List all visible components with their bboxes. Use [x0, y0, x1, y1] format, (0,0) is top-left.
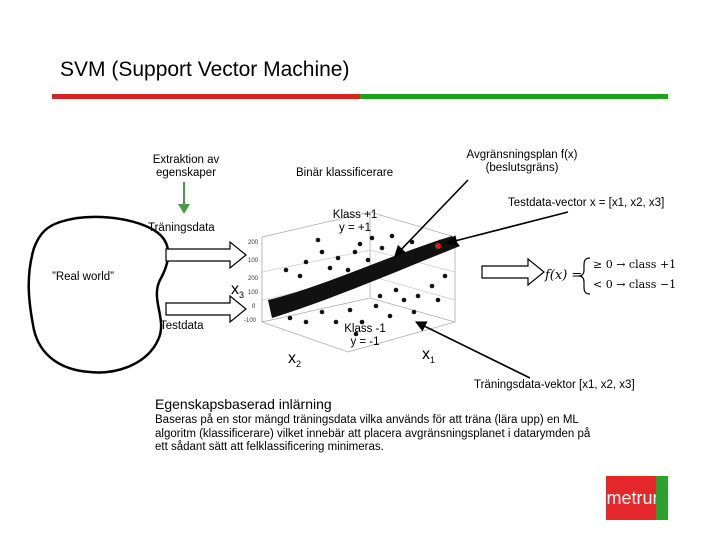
real-world-blob — [27, 215, 170, 374]
metrum-logo-text: metrum — [606, 487, 668, 508]
test-data-label: Testdata — [160, 320, 204, 332]
class-neg-points — [287, 273, 448, 337]
train-vector-pointer — [414, 321, 531, 379]
training-data-label: Träningsdata — [148, 222, 215, 234]
output-arrow — [481, 257, 545, 287]
decision-plane-label: Avgränsningsplan f(x) (beslutsgräns) — [466, 149, 578, 174]
extraction-arrow — [178, 182, 190, 214]
tick-label: 100 — [248, 290, 259, 296]
tick-label: 200 — [248, 276, 259, 282]
class-neg-name: Klass -1 — [344, 323, 386, 335]
formula-case-1: ≥ 0 → class +1 — [593, 258, 677, 271]
note-body: Baseras på en stor mängd träningsdata vi… — [155, 414, 591, 453]
formula-brace — [578, 257, 591, 295]
test-vector-pointer — [445, 211, 569, 246]
axis-x1-label: x1 — [422, 346, 436, 365]
slide-title: SVM (Support Vector Machine) — [60, 58, 350, 81]
class-pos-name: Klass +1 — [332, 209, 378, 221]
class-pos-label: Klass +1 y = +1 — [320, 209, 390, 235]
title-underline-green — [360, 94, 668, 99]
note-heading: Egenskapsbaserad inlärning — [155, 396, 332, 412]
real-world-label: ”Real world” — [52, 271, 114, 283]
binary-classifier-label: Binär klassificerare — [296, 167, 394, 179]
formula-case-2: < 0 → class −1 — [593, 278, 677, 291]
axis-x2-label: x2 — [288, 350, 302, 369]
tick-label: 100 — [248, 258, 259, 264]
metrum-logo-green-strip — [656, 476, 668, 520]
training-data-arrow — [165, 240, 247, 270]
tick-label: 0 — [252, 304, 256, 310]
axis-x3-name: x — [231, 281, 239, 298]
extraction-label: Extraktion av egenskaper — [152, 154, 220, 179]
scatter-3d-plot — [261, 211, 456, 353]
tick-label: 200 — [248, 240, 259, 246]
train-vector-label: Träningsdata-vektor [x1, x2, x3] — [474, 379, 635, 391]
axis-x3-sub: 3 — [239, 290, 245, 300]
decision-plane-pointer — [394, 179, 469, 257]
decision-plane — [268, 236, 460, 318]
axis-x1-name: x — [422, 346, 430, 363]
axis-x3-label: x3 — [231, 281, 245, 300]
class-neg-y: y = -1 — [350, 336, 380, 348]
class-neg-label: Klass -1 y = -1 — [330, 323, 400, 349]
test-vector-label: Testdata-vector x = [x1, x2, x3] — [508, 197, 665, 209]
axis-x2-name: x — [288, 350, 296, 367]
test-point — [435, 243, 441, 249]
title-underline-red — [52, 94, 360, 99]
class-pos-y: y = +1 — [339, 222, 371, 234]
tick-label: -100 — [244, 318, 257, 324]
formula-lhs: f(x) = — [545, 268, 583, 283]
test-data-arrow — [165, 294, 247, 324]
axis-x1-sub: 1 — [430, 355, 436, 365]
axis-x2-sub: 2 — [296, 359, 302, 369]
